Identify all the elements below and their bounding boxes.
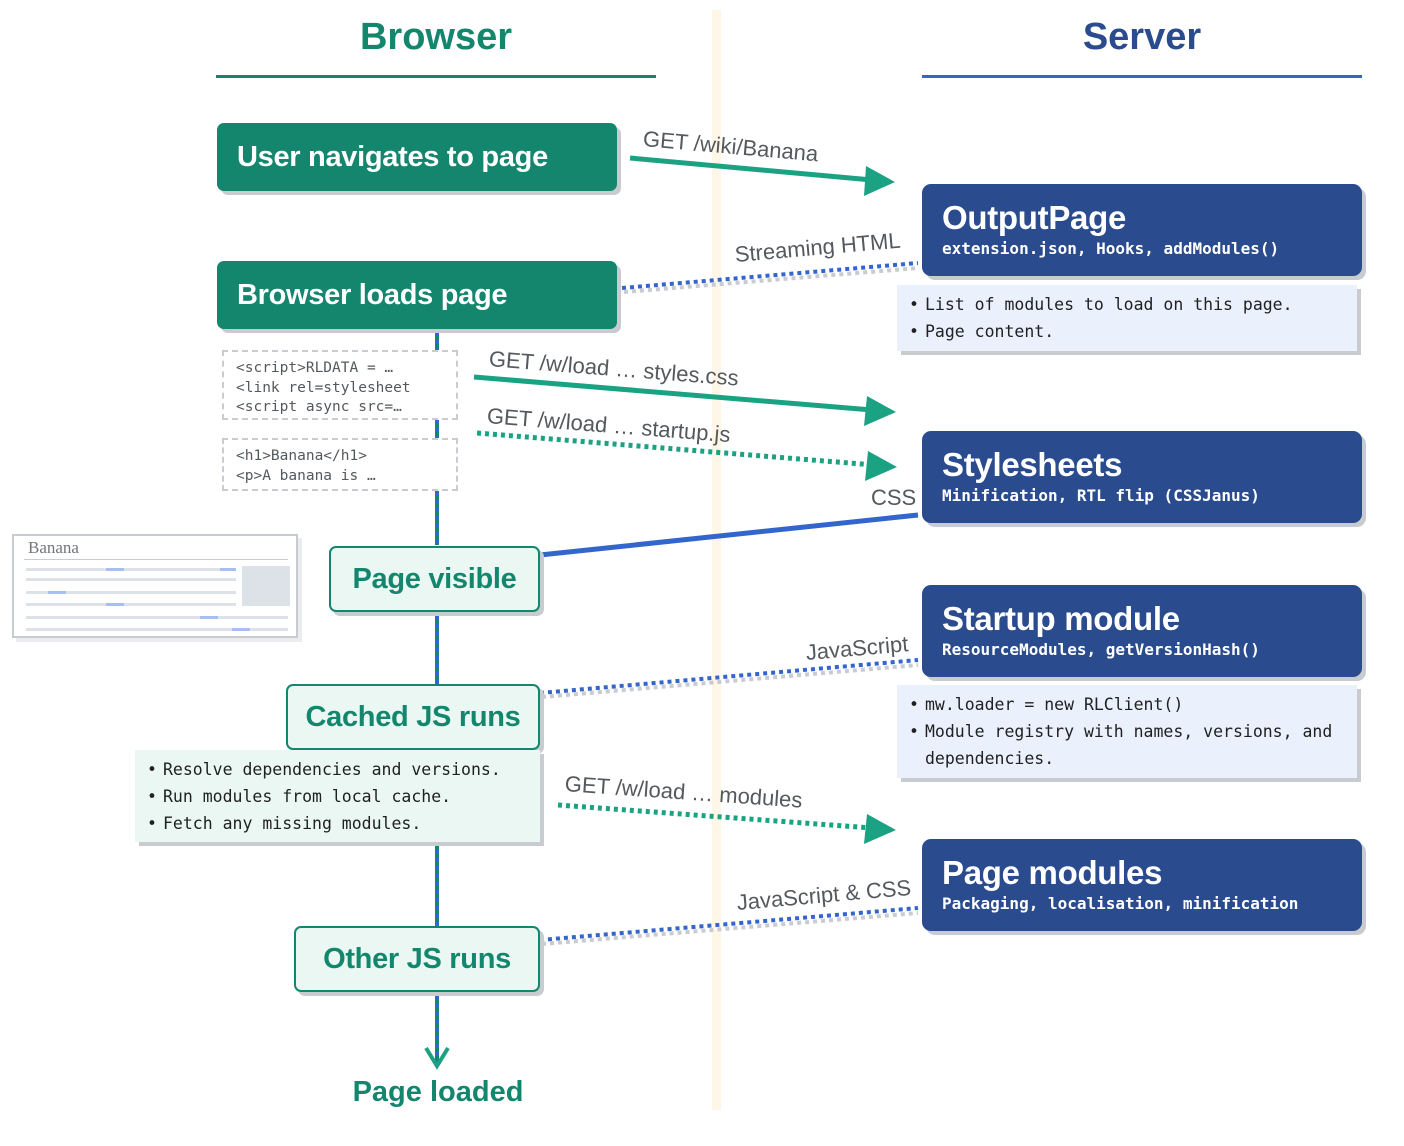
code-snippet-body: <h1>Banana</h1> <p>A banana is … <box>222 438 458 491</box>
server-output-page-subtitle: extension.json, Hooks, addModules() <box>942 239 1280 258</box>
thumbnail-text-line <box>26 578 236 581</box>
arrow-get-page <box>629 155 873 183</box>
page-thumbnail: Banana <box>12 534 298 638</box>
thumbnail-link <box>106 603 124 606</box>
line-streaming-html-shadow <box>623 266 919 294</box>
page-loaded-label: Page loaded <box>352 1076 524 1108</box>
step-cached-js: Cached JS runs <box>286 684 540 750</box>
note-item: Run modules from local cache. <box>147 783 528 810</box>
step-page-visible: Page visible <box>329 546 540 612</box>
step-cached-js-label: Cached JS runs <box>305 700 521 733</box>
step-user-navigates-label: User navigates to page <box>237 140 548 173</box>
server-page-modules: Page modules Packaging, localisation, mi… <box>922 839 1362 931</box>
thumbnail-text-line <box>26 603 236 606</box>
arrow-get-styles <box>473 374 873 413</box>
note-startup: mw.loader = new RLClient() Module regist… <box>897 685 1357 778</box>
code-line: <h1>Banana</h1> <box>236 448 367 464</box>
thumbnail-link <box>200 616 218 619</box>
arrowhead-get-startup <box>865 451 897 481</box>
line-js-css-shadow <box>541 911 919 946</box>
code-line: <link rel=stylesheet <box>236 379 411 396</box>
thumbnail-text-line <box>26 568 236 571</box>
thumbnail-link <box>48 591 66 594</box>
arrow-get-startup <box>476 430 875 468</box>
step-page-visible-label: Page visible <box>352 562 517 595</box>
note-item: List of modules to load on this page. <box>909 291 1345 318</box>
step-other-js-label: Other JS runs <box>323 942 511 975</box>
browser-column-rule <box>216 75 656 78</box>
note-item: mw.loader = new RLClient() <box>909 691 1345 718</box>
note-item: Module registry with names, versions, an… <box>909 718 1345 772</box>
server-startup-subtitle: ResourceModules, getVersionHash() <box>942 640 1260 659</box>
label-css: CSS <box>871 485 917 510</box>
line-js-css <box>539 906 919 942</box>
line-streaming-html <box>621 261 919 290</box>
server-stylesheets-title: Stylesheets <box>942 446 1123 483</box>
line-css <box>539 512 919 558</box>
code-line: <p>A banana is … <box>236 467 376 484</box>
thumbnail-text-line <box>26 591 236 594</box>
step-user-navigates: User navigates to page <box>217 123 617 191</box>
thumbnail-text-line <box>26 616 288 619</box>
note-item: Resolve dependencies and versions. <box>147 756 528 783</box>
column-divider <box>712 10 721 1110</box>
server-output-page: OutputPage extension.json, Hooks, addMod… <box>922 184 1362 276</box>
code-snippet-head: <script>RLDATA = … <link rel=stylesheet <s… <box>222 350 458 420</box>
server-column-rule <box>922 75 1362 78</box>
thumbnail-link <box>232 628 250 631</box>
thumbnail-link <box>220 568 236 571</box>
arrow-get-modules <box>557 802 873 831</box>
note-cached-js: Resolve dependencies and versions. Run m… <box>135 750 540 842</box>
note-item: Fetch any missing modules. <box>147 810 528 837</box>
server-startup-module: Startup module ResourceModules, getVersi… <box>922 585 1362 677</box>
server-page-modules-subtitle: Packaging, localisation, minification <box>942 894 1299 913</box>
server-stylesheets-subtitle: Minification, RTL flip (CSSJanus) <box>942 486 1260 505</box>
arrowhead-get-page <box>864 166 895 196</box>
thumbnail-link <box>106 568 124 571</box>
server-startup-title: Startup module <box>942 600 1180 637</box>
thumbnail-image <box>242 566 290 606</box>
server-column-title: Server <box>1082 16 1202 58</box>
thumbnail-text-line <box>26 628 288 631</box>
line-javascript-shadow <box>541 663 919 699</box>
thumbnail-title: Banana <box>28 538 79 557</box>
thumbnail-title-rule <box>24 559 288 560</box>
page-loaded-arrowhead <box>424 1046 450 1070</box>
server-page-modules-title: Page modules <box>942 854 1163 891</box>
code-line: <script async src=… <box>236 399 402 415</box>
code-line: <script>RLDATA = … <box>236 360 394 376</box>
browser-column-title: Browser <box>359 16 513 58</box>
line-javascript <box>539 658 919 695</box>
arrowhead-get-styles <box>864 396 896 426</box>
step-other-js: Other JS runs <box>294 926 540 992</box>
step-browser-loads: Browser loads page <box>217 261 617 329</box>
note-output-page: List of modules to load on this page. Pa… <box>897 285 1357 351</box>
note-item: Page content. <box>909 318 1345 345</box>
server-stylesheets: Stylesheets Minification, RTL flip (CSSJ… <box>922 431 1362 523</box>
step-browser-loads-label: Browser loads page <box>237 278 508 311</box>
server-output-page-title: OutputPage <box>942 199 1126 236</box>
arrowhead-get-modules <box>864 814 896 844</box>
